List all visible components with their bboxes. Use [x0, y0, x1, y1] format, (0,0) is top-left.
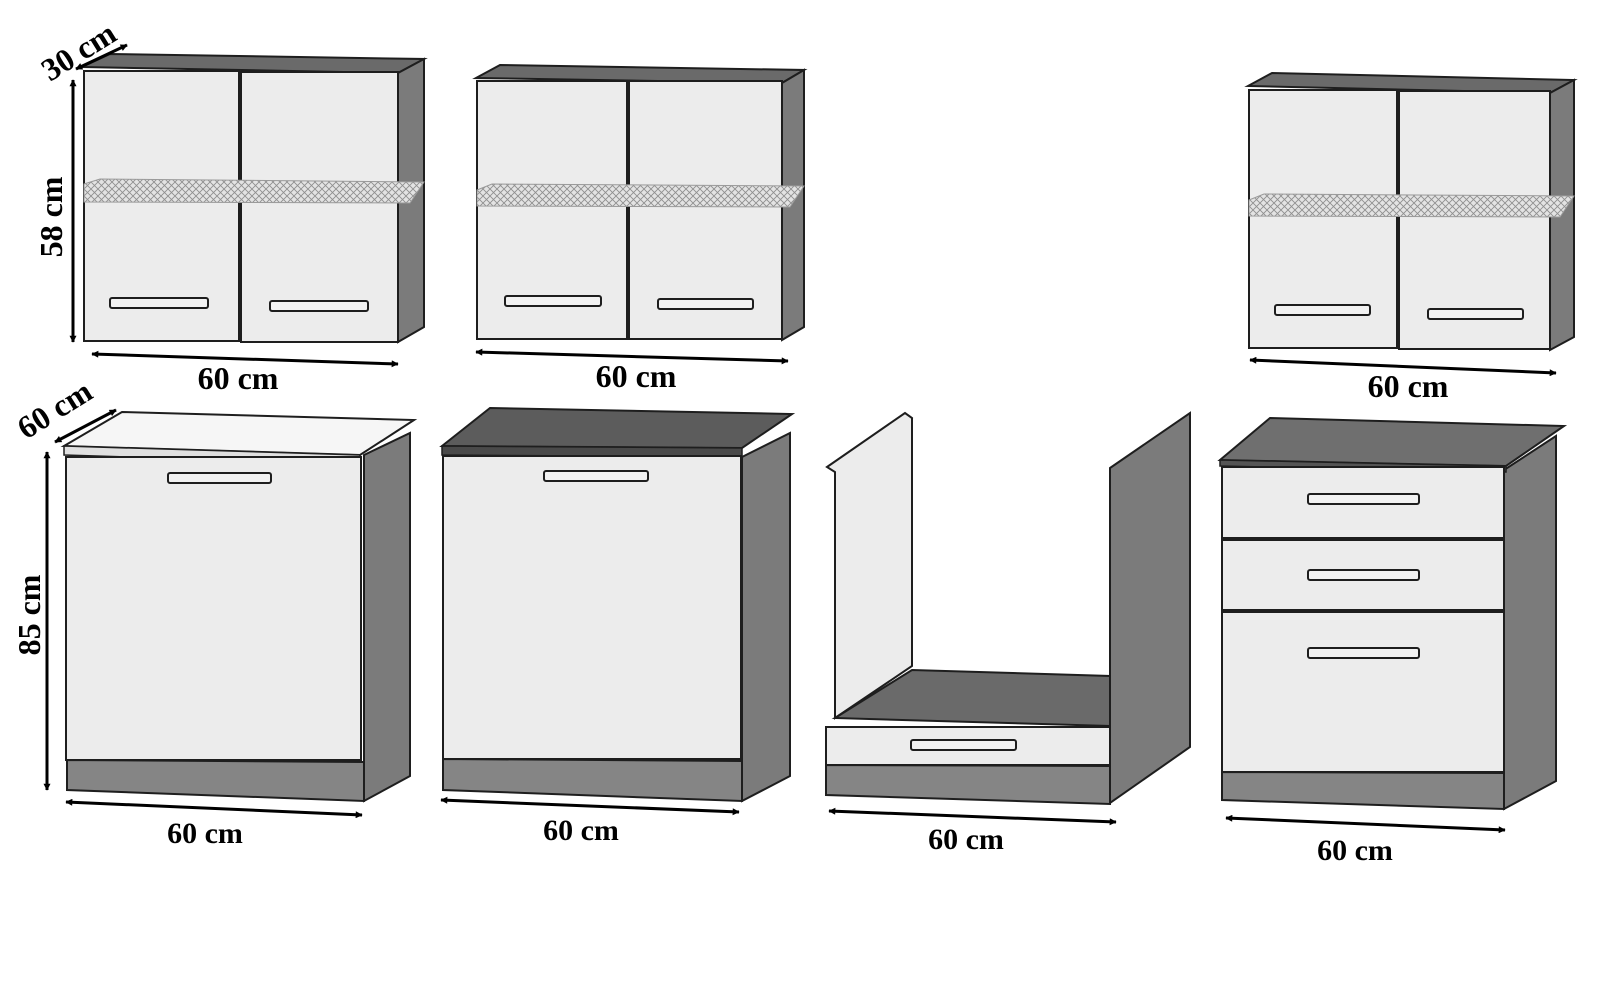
wall-cabinet-3	[1244, 71, 1578, 352]
depth-arrow-base	[54, 408, 117, 444]
base-width-label-3: 60 cm	[928, 823, 1004, 856]
width-arrow-base-4	[1225, 814, 1506, 834]
door-handle	[657, 298, 754, 310]
cabinet-side-panel	[741, 431, 791, 803]
base-width-label-2: 60 cm	[543, 814, 619, 847]
cabinet-side-panel	[1503, 434, 1557, 811]
width-arrow-wall-1	[91, 350, 399, 368]
worktop	[439, 406, 796, 450]
door-handle	[504, 295, 602, 307]
drawer-handle	[1307, 647, 1420, 659]
glass-shelf	[476, 183, 805, 208]
drawer-handle	[1307, 493, 1420, 505]
right-side-panel	[1109, 411, 1191, 805]
width-arrow-base-1	[65, 798, 363, 819]
base-cabinet-1	[60, 410, 418, 803]
drawer-handle	[910, 739, 1017, 751]
width-arrow-wall-3	[1249, 356, 1557, 377]
cabinet-door-left	[83, 70, 240, 342]
cabinet-door-right	[1398, 90, 1551, 350]
cabinet-door	[442, 455, 742, 760]
plinth	[1221, 770, 1505, 811]
wall-cabinet-1	[81, 52, 428, 344]
depth-arrow-wall	[75, 43, 128, 71]
glass-shelf	[83, 178, 425, 204]
door-handle	[1274, 304, 1371, 316]
plinth	[825, 763, 1111, 806]
glass-shelf	[1248, 193, 1575, 218]
drawer-front-top	[1221, 466, 1505, 539]
drawer-front-bottom	[1221, 611, 1505, 773]
wall-width-label-2: 60 cm	[596, 358, 677, 394]
wall-width-label-3: 60 cm	[1368, 368, 1449, 404]
wall-height-label: 58 cm	[33, 176, 69, 257]
door-handle	[269, 300, 369, 312]
cabinet-side-panel	[363, 431, 411, 803]
cabinet-door	[65, 456, 362, 761]
width-arrow-base-2	[440, 796, 740, 816]
door-handle	[109, 297, 209, 309]
door-handle	[167, 472, 272, 484]
cabinet-door-right	[628, 80, 783, 340]
dimension-arrows	[43, 43, 1557, 834]
cabinet-door-right	[240, 71, 399, 343]
plinth	[66, 758, 365, 803]
base-height-label: 85 cm	[11, 574, 47, 655]
door-handle	[543, 470, 649, 482]
plinth	[442, 757, 743, 803]
width-arrow-base-3	[828, 807, 1117, 826]
worktop	[1217, 416, 1568, 468]
width-arrow-wall-2	[475, 348, 789, 365]
drawer-cabinet	[1217, 416, 1568, 811]
wall-cabinet-2	[472, 63, 808, 342]
door-handle	[1427, 308, 1524, 320]
left-side-panel	[825, 411, 913, 720]
base-width-label-4: 60 cm	[1317, 834, 1393, 867]
base-width-label-1: 60 cm	[167, 817, 243, 850]
wall-width-label-1: 60 cm	[198, 360, 279, 396]
oven-housing	[825, 411, 1191, 806]
drawer-handle	[1307, 569, 1420, 581]
base-cabinet-2	[439, 406, 796, 803]
